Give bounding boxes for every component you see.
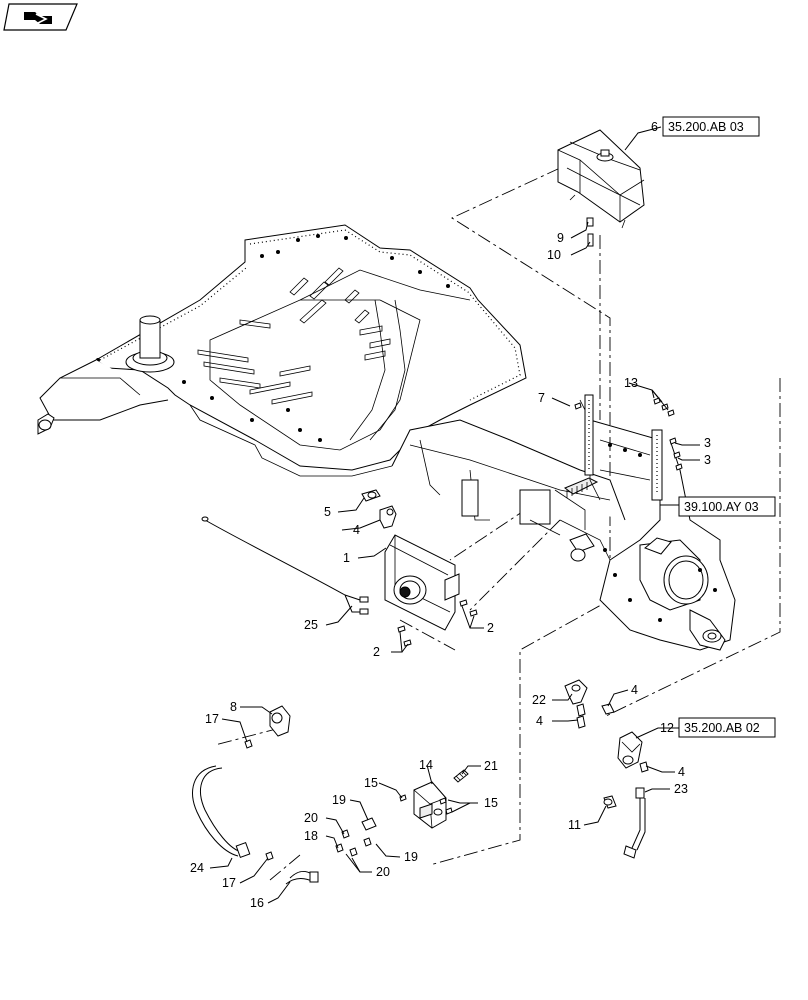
ref-35-200-ab-03-label: 35.200.AB 03 xyxy=(668,120,744,134)
callout-17a: 17 xyxy=(205,712,219,726)
callout-16: 16 xyxy=(250,896,264,910)
callout-9: 9 xyxy=(557,231,564,245)
callout-21: 21 xyxy=(484,759,498,773)
nav-badge[interactable] xyxy=(3,3,78,31)
callout-labels: 1 2 2 2 3 3 4 4 4 4 5 6 7 8 9 10 11 12 1… xyxy=(190,120,711,910)
callout-11: 11 xyxy=(568,818,581,832)
callout-20b: 20 xyxy=(376,865,390,879)
callout-7: 7 xyxy=(538,391,545,405)
cooler-fittings xyxy=(361,489,397,529)
callout-14: 14 xyxy=(419,758,433,772)
callout-leaders xyxy=(209,126,700,904)
ref-35-200-ab-02[interactable]: 35.200.AB 02 xyxy=(678,717,776,738)
callout-19a: 19 xyxy=(332,793,346,807)
callout-15a: 15 xyxy=(364,776,378,790)
callout-22: 22 xyxy=(532,693,546,707)
valve-block xyxy=(399,769,469,829)
callout-6: 6 xyxy=(651,120,658,134)
ref-35-200-ab-03[interactable]: 35.200.AB 03 xyxy=(662,116,760,137)
callout-23: 23 xyxy=(674,782,688,796)
callout-20a: 20 xyxy=(304,811,318,825)
tank-fittings xyxy=(586,217,594,247)
main-frame xyxy=(37,224,626,530)
ref-39-100-ay-03[interactable]: 39.100.AY 03 xyxy=(678,496,776,517)
callout-15b: 15 xyxy=(484,796,498,810)
callout-19b: 19 xyxy=(404,850,418,864)
callout-5: 5 xyxy=(324,505,331,519)
suction-hose-assembly xyxy=(192,705,319,885)
callout-4a: 4 xyxy=(353,523,360,537)
pump-mount-assembly xyxy=(529,394,736,651)
valve-fittings xyxy=(335,817,377,857)
callout-4c: 4 xyxy=(536,714,543,728)
callout-13: 13 xyxy=(624,376,638,390)
callout-10: 10 xyxy=(547,248,561,262)
oil-cooler xyxy=(384,534,460,631)
wiring-harness xyxy=(201,516,369,615)
callout-3a: 3 xyxy=(704,436,711,450)
callout-8: 8 xyxy=(230,700,237,714)
callout-2b: 2 xyxy=(373,645,380,659)
callout-3b: 3 xyxy=(704,453,711,467)
callout-18: 18 xyxy=(304,829,318,843)
ref-39-100-ay-03-label: 39.100.AY 03 xyxy=(684,500,759,514)
callout-24: 24 xyxy=(190,861,204,875)
callout-25: 25 xyxy=(304,618,318,632)
reference-links: 35.200.AB 03 39.100.AY 03 35.200.AB 02 xyxy=(660,116,776,738)
book-arrow-icon xyxy=(24,12,52,25)
ref-35-200-ab-02-label: 35.200.AB 02 xyxy=(684,721,760,735)
callout-1: 1 xyxy=(343,551,350,565)
pressure-line-assembly xyxy=(564,679,649,859)
oil-tank xyxy=(557,129,645,229)
lift-post xyxy=(125,315,175,373)
callout-4b: 4 xyxy=(631,683,638,697)
callout-2a: 2 xyxy=(487,621,494,635)
callout-17b: 17 xyxy=(222,876,236,890)
callout-4d: 4 xyxy=(678,765,685,779)
